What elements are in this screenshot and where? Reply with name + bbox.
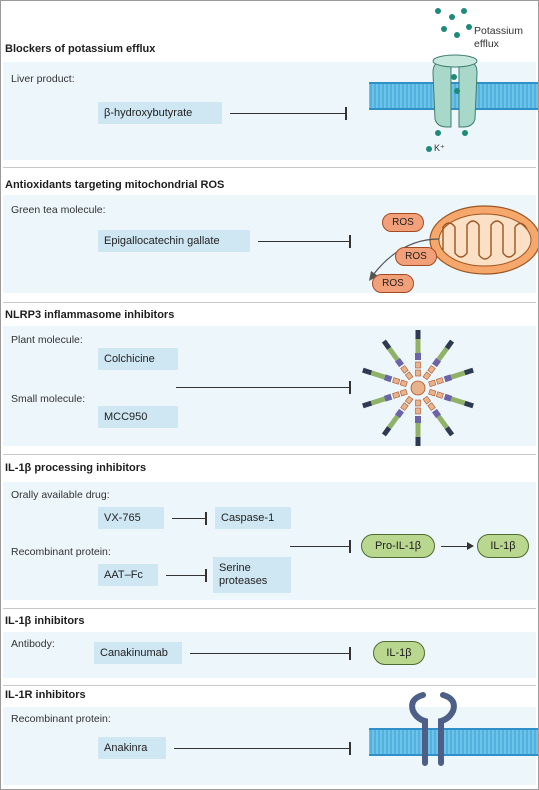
- box-canakinumab: Canakinumab: [94, 642, 182, 664]
- ros-badge: ROS: [382, 213, 424, 232]
- band-il1b: [3, 632, 536, 678]
- box-caspase-1: Caspase-1: [215, 507, 291, 529]
- potassium-efflux-label: Potassium efflux: [474, 25, 524, 50]
- inhibit-arrow-il1b: [190, 647, 351, 660]
- box-anakinra: Anakinra: [98, 737, 166, 759]
- inhibit-arrow-ros: [258, 235, 351, 248]
- label-small-molecule: Small molecule:: [11, 393, 86, 405]
- membrane-shape: [369, 83, 538, 109]
- box-egcg: Epigallocatechin gallate: [98, 230, 250, 252]
- divider: [3, 167, 536, 168]
- inhibit-arrow-nlrp3: [176, 381, 351, 394]
- section-title-il1b-inhibitors: IL-1β inhibitors: [5, 615, 85, 627]
- inhibit-arrow-potassium: [230, 107, 347, 120]
- box-colchicine: Colchicine: [98, 348, 178, 370]
- label-green-tea: Green tea molecule:: [11, 204, 106, 216]
- receptor-illustration: [369, 692, 538, 766]
- inflammasome-illustration: [361, 330, 475, 447]
- ros-badge: ROS: [395, 247, 437, 266]
- label-oral-drug: Orally available drug:: [11, 489, 110, 501]
- label-plant-molecule: Plant molecule:: [11, 334, 83, 346]
- section-title-potassium: Blockers of potassium efflux: [5, 43, 156, 55]
- section-title-il1r: IL-1R inhibitors: [5, 689, 86, 701]
- arrow-head-icon: [467, 542, 474, 550]
- inhibit-arrow-il1r: [174, 742, 351, 755]
- inhibit-arrow-proteases: [166, 569, 207, 582]
- ros-badge: ROS: [372, 274, 414, 293]
- process-arrow: [441, 546, 469, 547]
- inhibit-arrow-caspase: [172, 512, 207, 525]
- section-title-antioxidants: Antioxidants targeting mitochondrial ROS: [5, 179, 225, 191]
- potassium-channel-illustration: [369, 8, 538, 152]
- pill-il1b-target: IL-1β: [373, 641, 425, 665]
- box-vx765: VX-765: [98, 507, 164, 529]
- label-liver-product: Liver product:: [11, 73, 75, 85]
- pill-il1b: IL-1β: [477, 534, 529, 558]
- box-beta-hydroxybutyrate: β-hydroxybutyrate: [98, 102, 222, 124]
- divider: [3, 454, 536, 455]
- divider: [3, 685, 536, 686]
- box-mcc950: MCC950: [98, 406, 178, 428]
- inhibit-arrow-processing: [290, 540, 351, 553]
- section-title-processing: IL-1β processing inhibitors: [5, 462, 147, 474]
- k-ion-label: K⁺: [434, 143, 445, 153]
- box-serine-proteases: Serine proteases: [213, 557, 291, 593]
- label-antibody: Antibody:: [11, 638, 55, 650]
- label-recombinant-protein: Recombinant protein:: [11, 546, 111, 558]
- label-recombinant-protein-il1r: Recombinant protein:: [11, 713, 111, 725]
- pill-pro-il1b: Pro-IL-1β: [361, 534, 435, 558]
- section-title-nlrp3: NLRP3 inflammasome inhibitors: [5, 309, 175, 321]
- divider: [3, 302, 536, 303]
- box-aat-fc: AAT–Fc: [98, 564, 158, 586]
- divider: [3, 608, 536, 609]
